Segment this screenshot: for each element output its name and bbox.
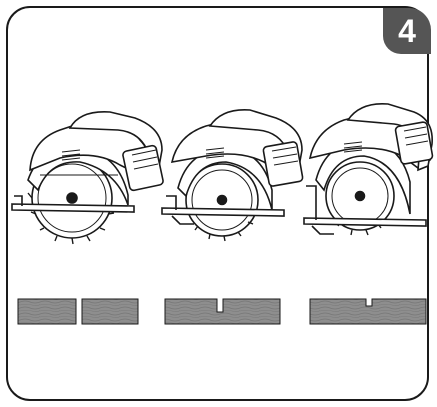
saw-blade-1	[27, 157, 115, 245]
saw-blade-3	[325, 161, 395, 236]
board-deep-groove	[164, 298, 281, 325]
battery-3	[394, 121, 434, 165]
step-number-badge: 4	[383, 8, 431, 54]
circular-saw-1	[11, 111, 164, 245]
circular-saw-2	[161, 109, 304, 242]
circular-saw-3	[303, 103, 434, 236]
board-piece-right	[81, 298, 139, 325]
base-plate-2	[161, 207, 285, 217]
battery-1	[122, 144, 164, 192]
base-plate-1	[11, 203, 135, 213]
board-shallow-groove	[309, 298, 427, 325]
board-piece-left	[17, 298, 77, 325]
saw-handle-1	[68, 111, 163, 178]
base-plate-3	[303, 217, 427, 227]
saw-handle-2	[208, 109, 303, 178]
board-cut-through	[17, 298, 139, 325]
